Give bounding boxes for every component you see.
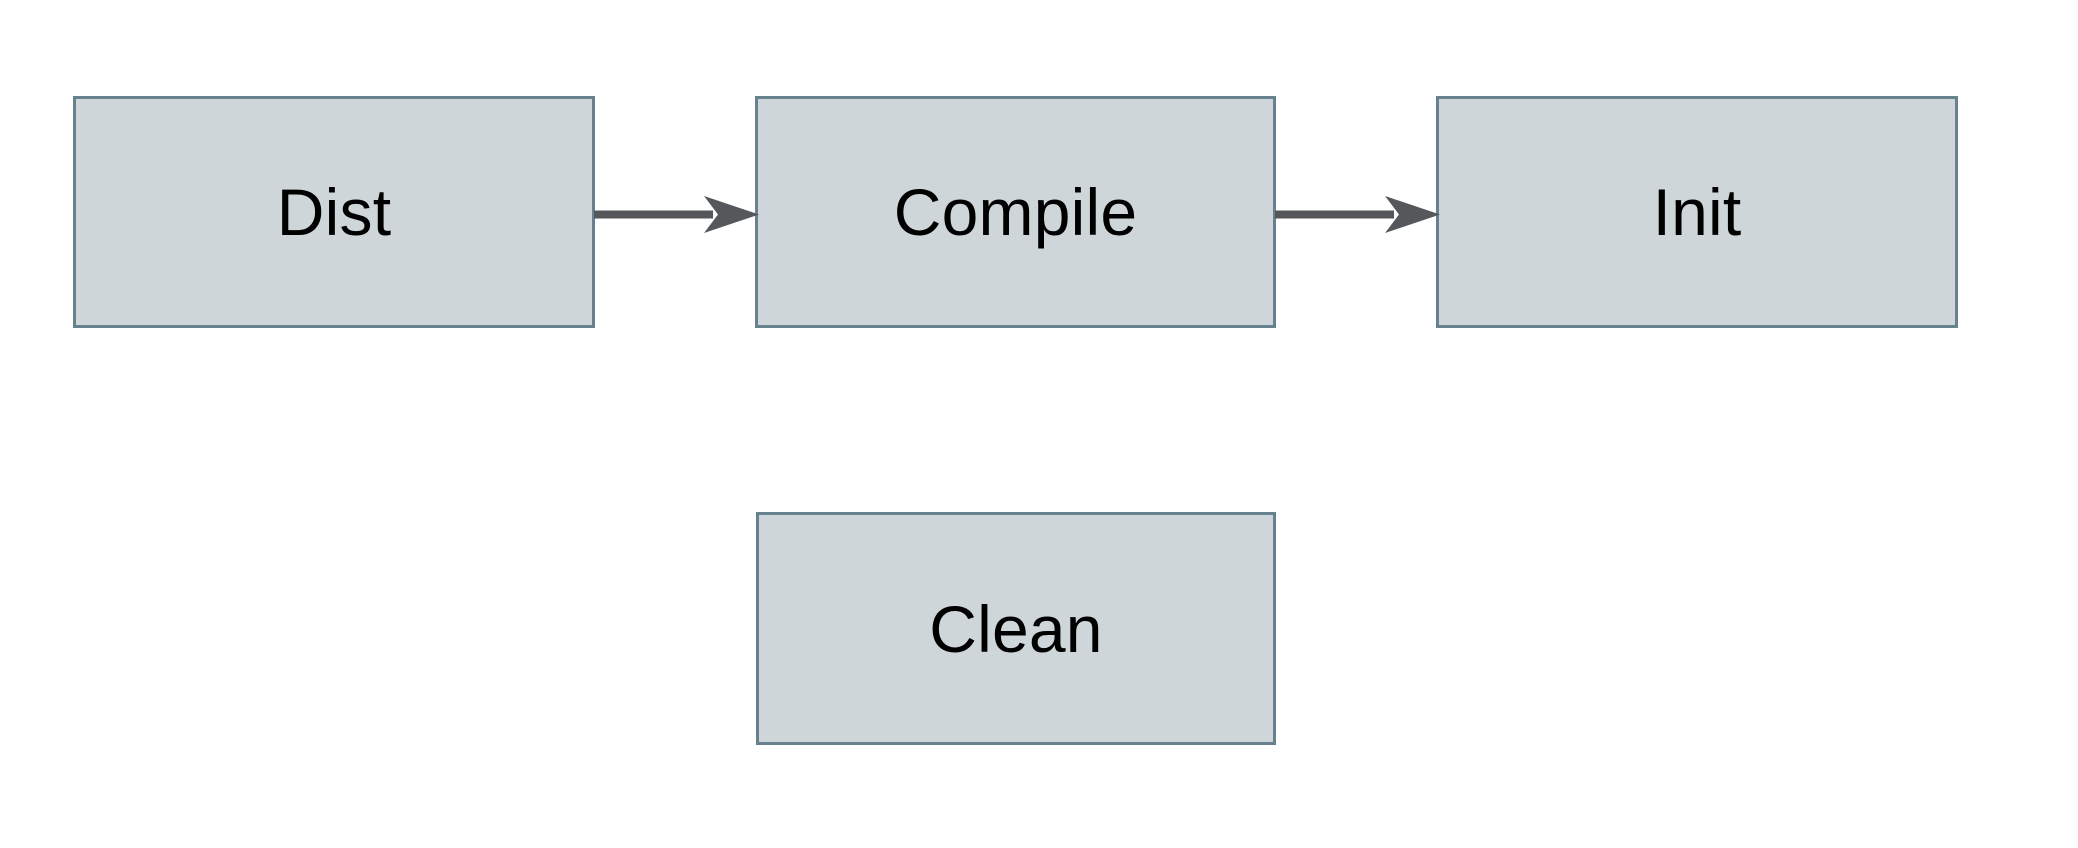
diagram-node-compile[interactable]: Compile	[755, 96, 1276, 328]
arrow-right-icon	[1275, 196, 1440, 233]
node-label-clean: Clean	[929, 591, 1103, 666]
node-label-dist: Dist	[276, 175, 392, 249]
arrow-right-icon	[594, 196, 759, 233]
diagram-node-dist[interactable]: Dist	[73, 96, 595, 328]
diagram-edge-compile-to-init[interactable]	[1275, 196, 1440, 233]
diagram-node-init[interactable]: Init	[1436, 96, 1958, 328]
node-label-init: Init	[1652, 175, 1742, 249]
node-label-compile: Compile	[893, 175, 1138, 249]
diagram-node-clean[interactable]: Clean	[756, 512, 1276, 745]
diagram-edge-dist-to-compile[interactable]	[594, 196, 759, 233]
